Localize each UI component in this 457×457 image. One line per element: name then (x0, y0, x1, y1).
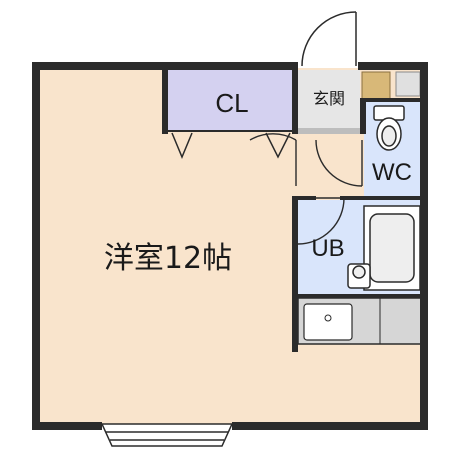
western-room-label: 洋室12帖 (104, 241, 232, 276)
room-door (249, 133, 297, 186)
bath-sink-fixture (347, 263, 371, 289)
entry-door (301, 11, 357, 67)
closet-label: CL (215, 88, 248, 118)
bay-window (100, 423, 234, 447)
bath-label: UB (311, 235, 344, 262)
kitchen-drain-icon (324, 314, 332, 322)
closet-floor (166, 70, 294, 132)
bathtub-fixture (363, 205, 421, 291)
toilet-label: WC (372, 159, 412, 186)
closet-fold-door-right (265, 132, 291, 159)
entrance-step (298, 128, 360, 134)
closet-fold-door-left (171, 132, 193, 159)
toilet-door (315, 139, 363, 187)
toilet-fixture (373, 105, 405, 151)
bath-door (297, 197, 345, 245)
entrance-label: 玄関 (313, 89, 345, 108)
shoebox (361, 71, 391, 101)
entrance-storage (395, 71, 421, 97)
hallway-floor (298, 136, 360, 198)
entrance-floor (298, 70, 360, 132)
kitchen-sink (303, 303, 353, 341)
